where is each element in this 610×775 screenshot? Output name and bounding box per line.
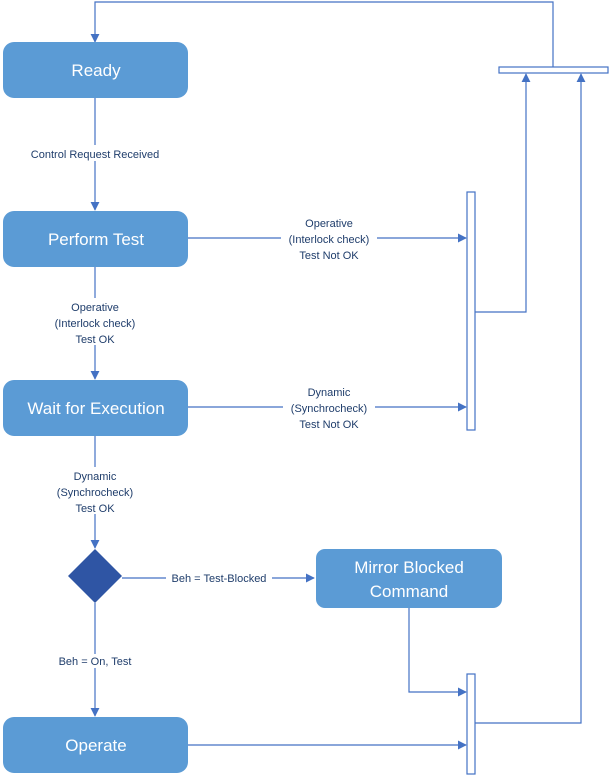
state-wait-for-execution-label: Wait for Execution	[27, 399, 164, 418]
sync-bar-bottom	[466, 673, 476, 775]
state-operate: Operate	[3, 717, 188, 773]
state-perform-test-label: Perform Test	[48, 230, 144, 249]
sync-bar-middle	[466, 191, 476, 431]
state-mirror-blocked-label-line1: Mirror Blocked	[354, 558, 464, 577]
label-control-request: Control Request Received	[31, 149, 159, 161]
label-dynamic-not-ok-1: Dynamic	[308, 387, 351, 399]
label-operative-ok-1: Operative	[71, 302, 119, 314]
label-dynamic-ok-1: Dynamic	[74, 471, 117, 483]
state-mirror-blocked-command: Mirror Blocked Command	[316, 549, 502, 608]
edge-bottom-bar-to-top-bar	[475, 73, 586, 724]
label-beh-test-blocked: Beh = Test-Blocked	[172, 573, 267, 585]
state-perform-test: Perform Test	[3, 211, 188, 267]
label-operative-not-ok-3: Test Not OK	[299, 250, 359, 262]
label-dynamic-ok-3: Test OK	[75, 503, 115, 515]
state-wait-for-execution: Wait for Execution	[3, 380, 188, 436]
state-operate-label: Operate	[65, 736, 126, 755]
label-operative-ok-2: (Interlock check)	[55, 318, 136, 330]
state-ready-label: Ready	[71, 61, 121, 80]
edge-middle-bar-to-top-bar	[475, 73, 531, 313]
label-beh-on-test: Beh = On, Test	[59, 656, 132, 668]
sync-bar-top	[498, 66, 609, 74]
label-dynamic-not-ok-2: (Synchrocheck)	[291, 403, 367, 415]
label-dynamic-ok-2: (Synchrocheck)	[57, 487, 133, 499]
label-operative-not-ok-1: Operative	[305, 218, 353, 230]
decision-node	[68, 549, 122, 603]
edge-return-to-ready	[90, 1, 554, 67]
label-operative-ok-3: Test OK	[75, 334, 115, 346]
state-ready: Ready	[3, 42, 188, 98]
edge-mirror-blocked-to-bar	[408, 608, 467, 697]
state-mirror-blocked-label-line2: Command	[370, 582, 448, 601]
label-dynamic-not-ok-3: Test Not OK	[299, 419, 359, 431]
label-operative-not-ok-2: (Interlock check)	[289, 234, 370, 246]
